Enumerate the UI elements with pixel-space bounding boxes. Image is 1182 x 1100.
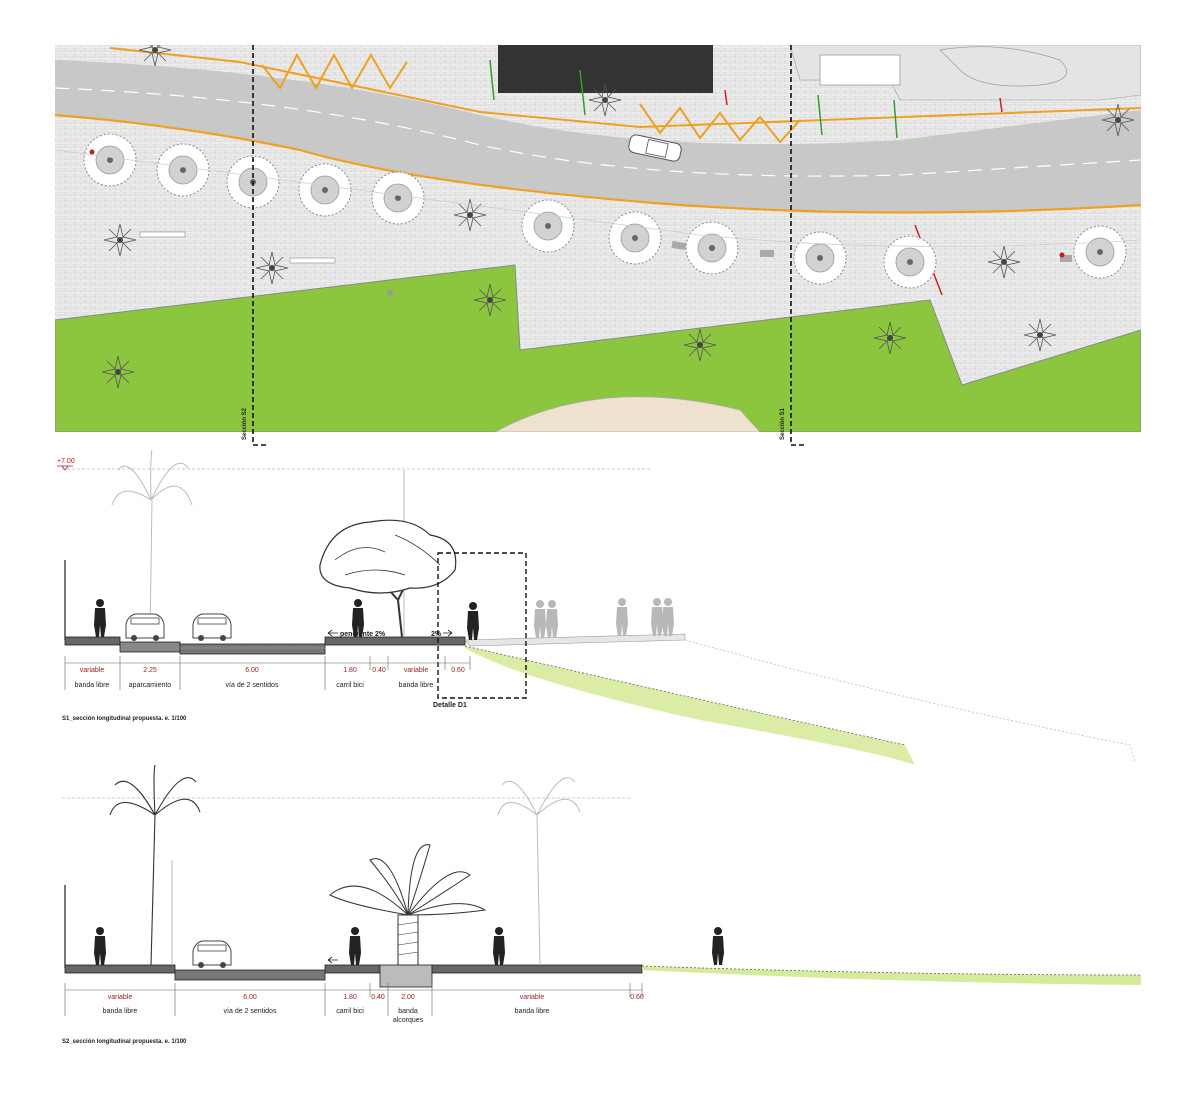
- dim-s2-3: 0.40: [371, 994, 385, 1001]
- zone-s1-3: carril bici: [336, 682, 364, 689]
- caption-s2: S2_sección longitudinal propuesta. e. 1/…: [62, 1039, 187, 1045]
- dim-s1-4: 0.40: [372, 667, 386, 674]
- zone-s2-3: banda: [398, 1008, 418, 1015]
- site-plan: Sección S2 Sección S1: [55, 45, 1141, 446]
- section-cut-s1: [790, 45, 806, 446]
- dim-s2-2: 1.80: [343, 994, 357, 1001]
- section-marker-s2: Sección S2: [242, 407, 248, 440]
- dim-s2-4: 2.00: [401, 994, 415, 1001]
- road: [55, 60, 1141, 213]
- grass-slope: [465, 646, 915, 765]
- zone-s2-1: vía de 2 sentidos: [224, 1008, 277, 1015]
- tree-s1: [319, 519, 457, 638]
- zone-s2-0: banda libre: [103, 1008, 138, 1015]
- dim-s1-5: variable: [404, 667, 429, 674]
- grass-area: [55, 264, 1141, 432]
- dim-s1-2: 6.00: [245, 667, 259, 674]
- detail-label: Detalle D1: [433, 702, 467, 709]
- section-marker-s1: Sección S1: [780, 407, 786, 440]
- section-cut-s2: [252, 45, 268, 446]
- palm-center: [329, 844, 487, 966]
- zone-s1-1: aparcamiento: [129, 682, 172, 689]
- dim-s2-5: variable: [520, 994, 545, 1001]
- zone-s2-2: carril bici: [336, 1008, 364, 1015]
- dim-s2-6: 0.60: [630, 994, 644, 1001]
- section-s1: +7.00: [57, 449, 1136, 765]
- zone-s1-4: banda libre: [399, 682, 434, 689]
- zone-s1-0: banda libre: [75, 682, 110, 689]
- dim-s1-6: 0.60: [451, 667, 465, 674]
- zone-s2-4: alcorques: [393, 1017, 424, 1024]
- slope-label-left: pendiente 2%: [340, 631, 386, 638]
- section-s2: variable 6.00 1.80 0.40 2.00 variable 0.…: [62, 764, 1142, 1045]
- level-label: +7.00: [57, 458, 75, 465]
- dim-s1-3: 1.80: [343, 667, 357, 674]
- grass-ground: [642, 966, 1141, 985]
- zone-s1-2: vía de 2 sentidos: [226, 682, 279, 689]
- palm-left: [109, 764, 201, 966]
- dim-s1-1: 2.25: [143, 667, 157, 674]
- slope-label-right: 2%: [431, 631, 442, 638]
- dim-s2-0: variable: [108, 994, 133, 1001]
- zone-s2-5: banda libre: [515, 1008, 550, 1015]
- dim-s2-1: 6.00: [243, 994, 257, 1001]
- caption-s1: S1_sección longitudinal propuesta. e. 1/…: [62, 716, 187, 722]
- detail-box: [437, 552, 527, 699]
- dim-s1-0: variable: [80, 667, 105, 674]
